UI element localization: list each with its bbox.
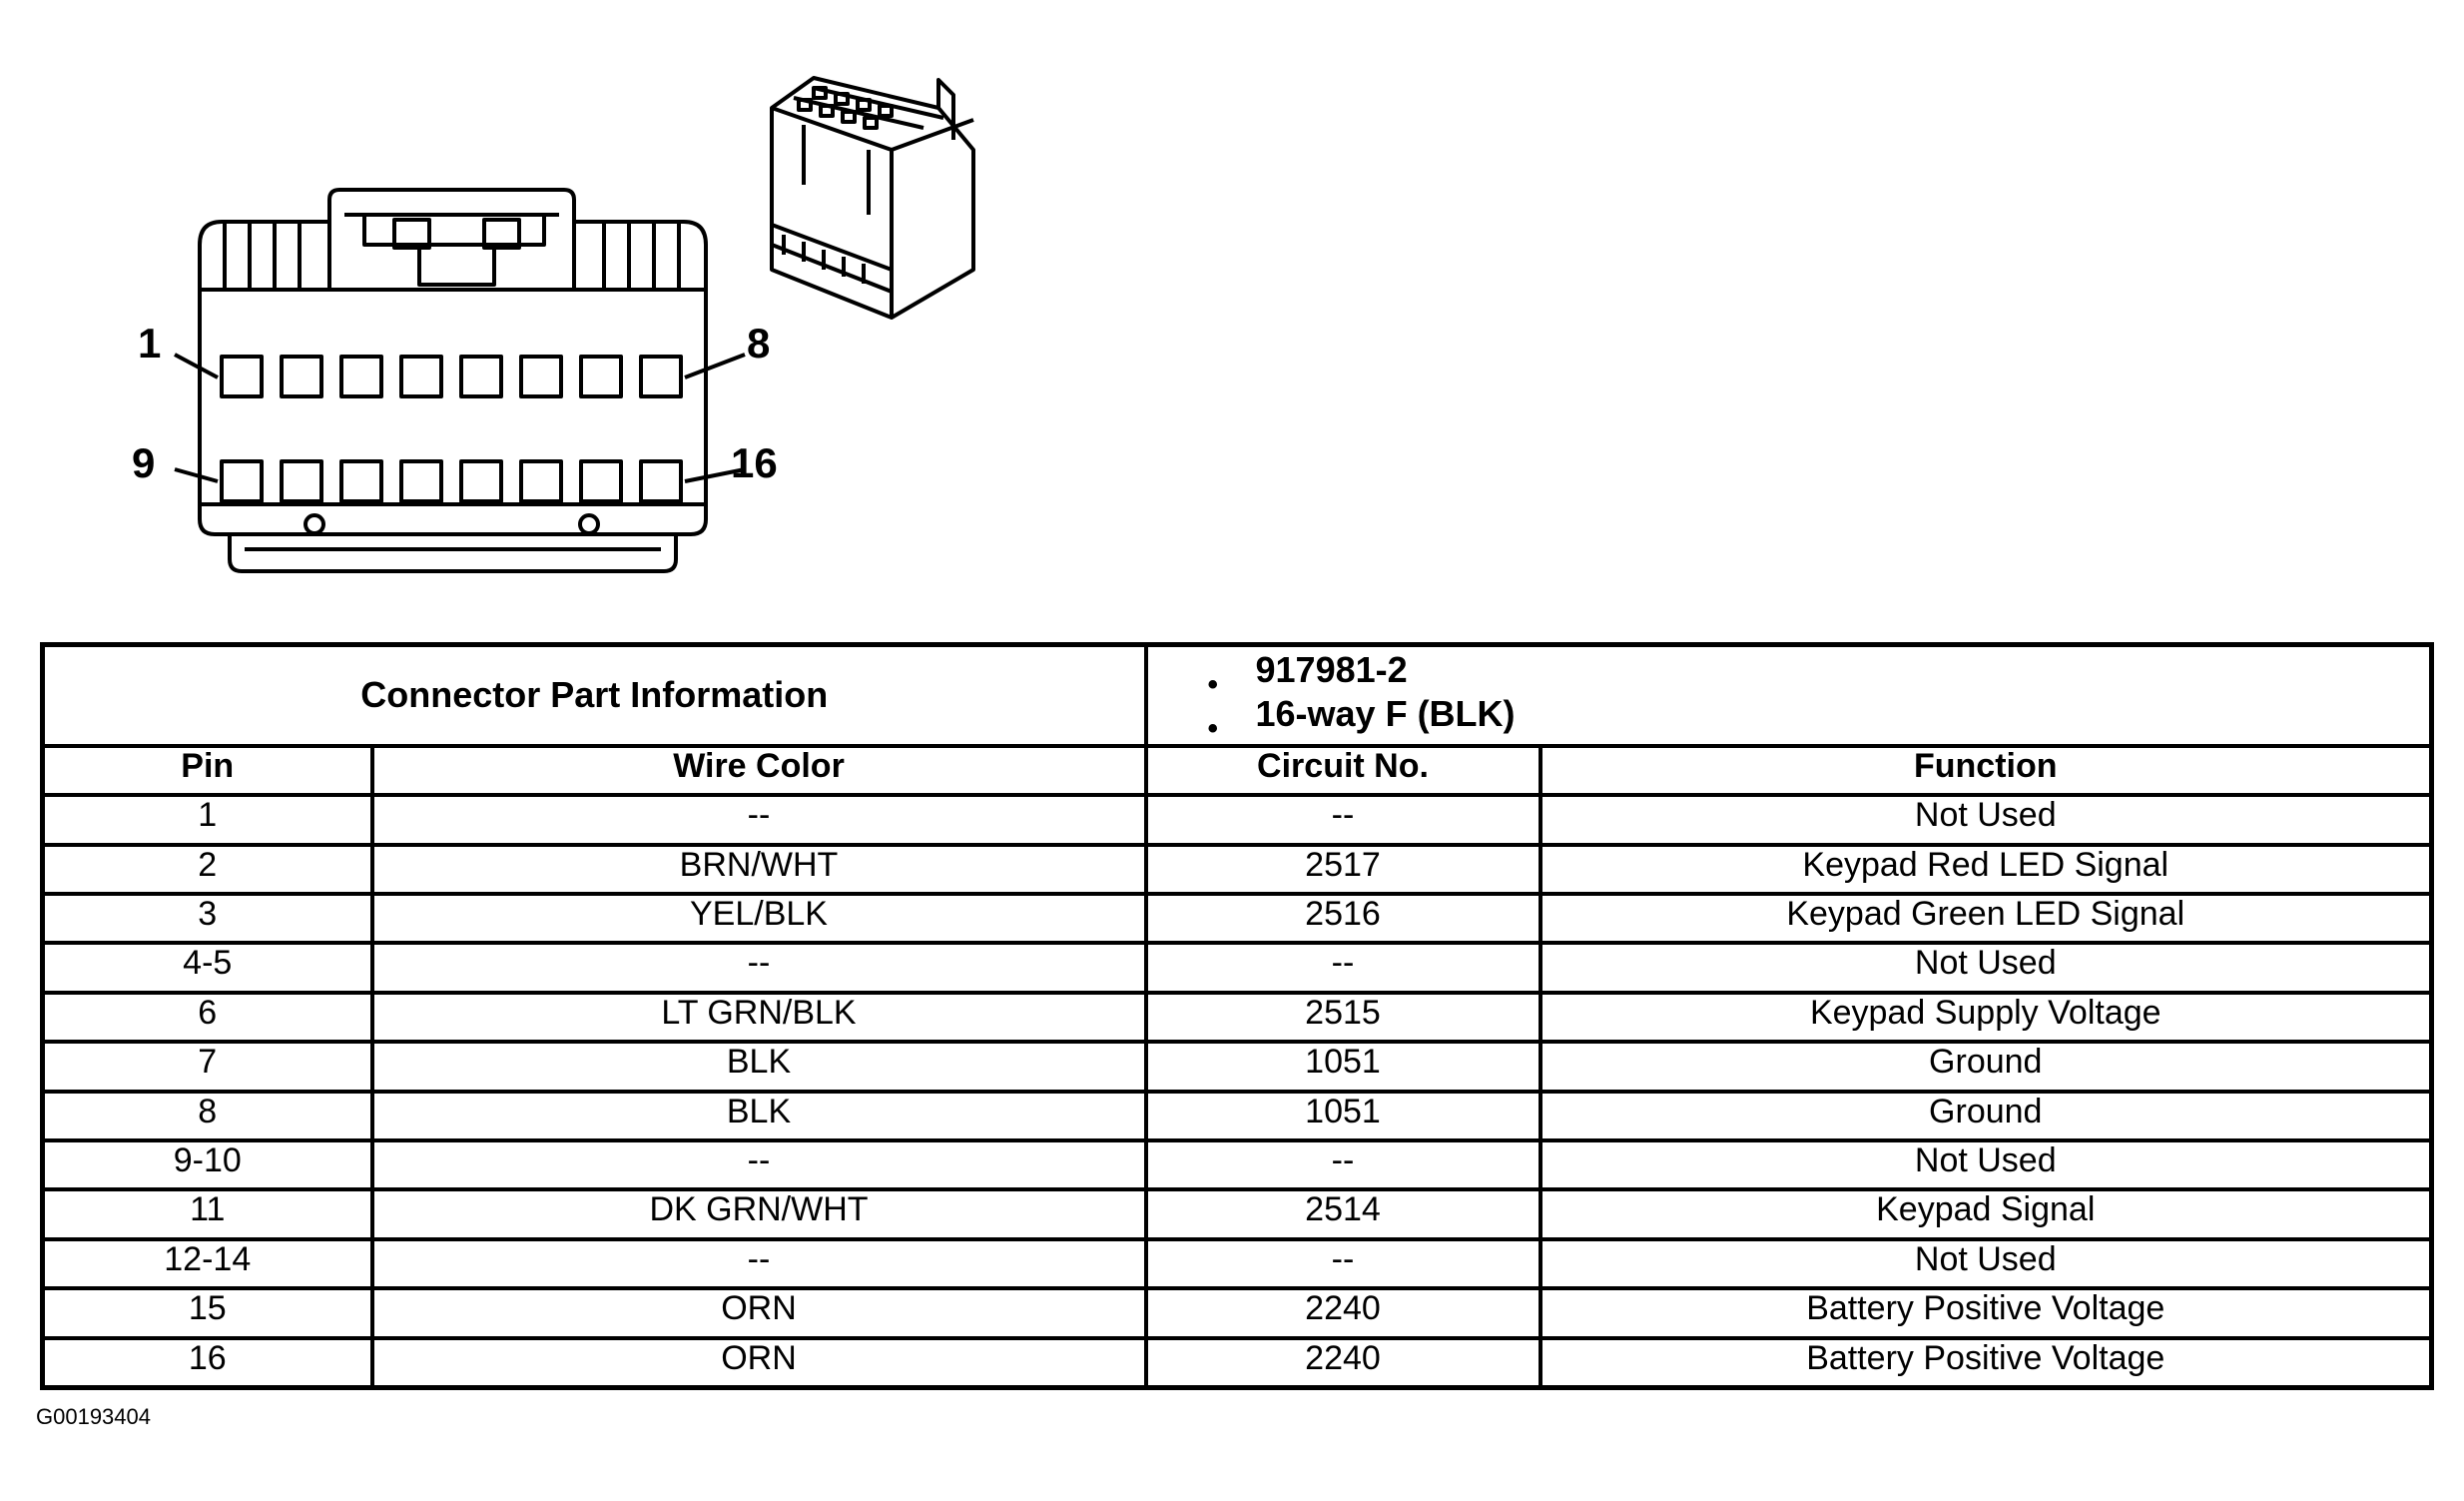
cell-pin: 6	[40, 990, 374, 1045]
cell-wire-color: LT GRN/BLK	[369, 990, 1148, 1045]
cell-circuit: 1051	[1143, 1089, 1542, 1143]
cell-wire-color: --	[369, 1137, 1148, 1192]
part-type: 16-way F (BLK)	[1255, 693, 1516, 734]
cell-pin: 4-5	[40, 941, 374, 995]
part-number: 917981-2	[1255, 649, 1408, 690]
cell-wire-color: --	[369, 793, 1148, 847]
cell-circuit: --	[1143, 1137, 1542, 1192]
cell-function: Keypad Supply Voltage	[1538, 990, 2434, 1045]
table-row: 15 ORN 2240 Battery Positive Voltage	[40, 1286, 2434, 1340]
cell-pin: 15	[40, 1286, 374, 1340]
connector-info-row: Connector Part Information • 917981-2 • 16…	[40, 642, 2434, 748]
cell-circuit: 1051	[1143, 1040, 1542, 1094]
cell-pin: 9-10	[40, 1137, 374, 1192]
table-row: 8 BLK 1051 Ground	[40, 1089, 2434, 1143]
header-wire-color: Wire Color	[369, 743, 1148, 798]
cell-circuit: 2240	[1143, 1286, 1542, 1340]
part-type-item: • 16-way F (BLK)	[1208, 693, 2424, 742]
cell-circuit: --	[1143, 1236, 1542, 1291]
pin-label-bottom-left: 9	[132, 439, 156, 486]
cell-pin: 12-14	[40, 1236, 374, 1291]
cell-function: Keypad Red LED Signal	[1538, 842, 2434, 897]
cell-pin: 3	[40, 892, 374, 946]
connector-info-title: Connector Part Information	[40, 642, 1148, 748]
table-row: 9-10 -- -- Not Used	[40, 1137, 2434, 1192]
cell-circuit: 2514	[1143, 1187, 1542, 1241]
cell-circuit: 2240	[1143, 1335, 1542, 1390]
table-row: 2 BRN/WHT 2517 Keypad Red LED Signal	[40, 842, 2434, 897]
table-row: 6 LT GRN/BLK 2515 Keypad Supply Voltage	[40, 990, 2434, 1045]
cell-function: Not Used	[1538, 793, 2434, 847]
cell-pin: 2	[40, 842, 374, 897]
connector-diagram	[174, 76, 975, 573]
cell-circuit: 2517	[1143, 842, 1542, 897]
cell-circuit: 2516	[1143, 892, 1542, 946]
cell-circuit: 2515	[1143, 990, 1542, 1045]
cell-circuit: --	[1143, 941, 1542, 995]
cell-pin: 7	[40, 1040, 374, 1094]
table-row: 4-5 -- -- Not Used	[40, 941, 2434, 995]
figure-id: G00193404	[36, 1404, 151, 1429]
table-row: 12-14 -- -- Not Used	[40, 1236, 2434, 1291]
pin-label-top-left: 1	[138, 320, 162, 367]
cell-function: Keypad Green LED Signal	[1538, 892, 2434, 946]
cell-circuit: --	[1143, 793, 1542, 847]
cell-pin: 16	[40, 1335, 374, 1390]
pin-cavities	[220, 355, 683, 503]
cell-pin: 11	[40, 1187, 374, 1241]
connector-face-view	[174, 188, 746, 573]
cell-wire-color: ORN	[369, 1286, 1148, 1340]
cell-wire-color: --	[369, 1236, 1148, 1291]
bullet-icon: •	[1207, 712, 1219, 745]
table-row: 1 -- -- Not Used	[40, 793, 2434, 847]
cell-function: Battery Positive Voltage	[1538, 1335, 2434, 1390]
table-header-row: Pin Wire Color Circuit No. Function	[40, 743, 2434, 798]
table-row: 7 BLK 1051 Ground	[40, 1040, 2434, 1094]
cell-wire-color: BLK	[369, 1089, 1148, 1143]
cell-wire-color: YEL/BLK	[369, 892, 1148, 946]
cell-function: Battery Positive Voltage	[1538, 1286, 2434, 1340]
cell-wire-color: --	[369, 941, 1148, 995]
header-pin: Pin	[40, 743, 374, 798]
cell-pin: 8	[40, 1089, 374, 1143]
part-number-item: • 917981-2	[1208, 649, 2424, 701]
cell-function: Keypad Signal	[1538, 1187, 2434, 1241]
header-function: Function	[1538, 743, 2434, 798]
connector-pinout-table: Connector Part Information •917981-2 •16…	[40, 642, 2435, 1390]
cell-function: Not Used	[1538, 1137, 2434, 1192]
table-row: 3 YEL/BLK 2516 Keypad Green LED Signal	[40, 892, 2434, 946]
cell-wire-color: BRN/WHT	[369, 842, 1148, 897]
pin-label-top-right: 8	[747, 320, 771, 367]
cell-wire-color: DK GRN/WHT	[369, 1187, 1148, 1241]
cell-wire-color: ORN	[369, 1335, 1148, 1390]
table-row: 11 DK GRN/WHT 2514 Keypad Signal	[40, 1187, 2434, 1241]
cell-function: Not Used	[1538, 941, 2434, 995]
bullet-icon: •	[1207, 668, 1219, 701]
cell-function: Ground	[1538, 1040, 2434, 1094]
table-row: 16 ORN 2240 Battery Positive Voltage	[40, 1335, 2434, 1390]
cell-wire-color: BLK	[369, 1040, 1148, 1094]
connector-isometric-view	[770, 76, 975, 320]
cell-function: Ground	[1538, 1089, 2434, 1143]
connector-part-list: • 917981-2 • 16-way F (BLK)	[1143, 642, 2434, 748]
cell-pin: 1	[40, 793, 374, 847]
cell-function: Not Used	[1538, 1236, 2434, 1291]
header-circuit: Circuit No.	[1143, 743, 1542, 798]
pin-label-bottom-right: 16	[731, 439, 778, 486]
